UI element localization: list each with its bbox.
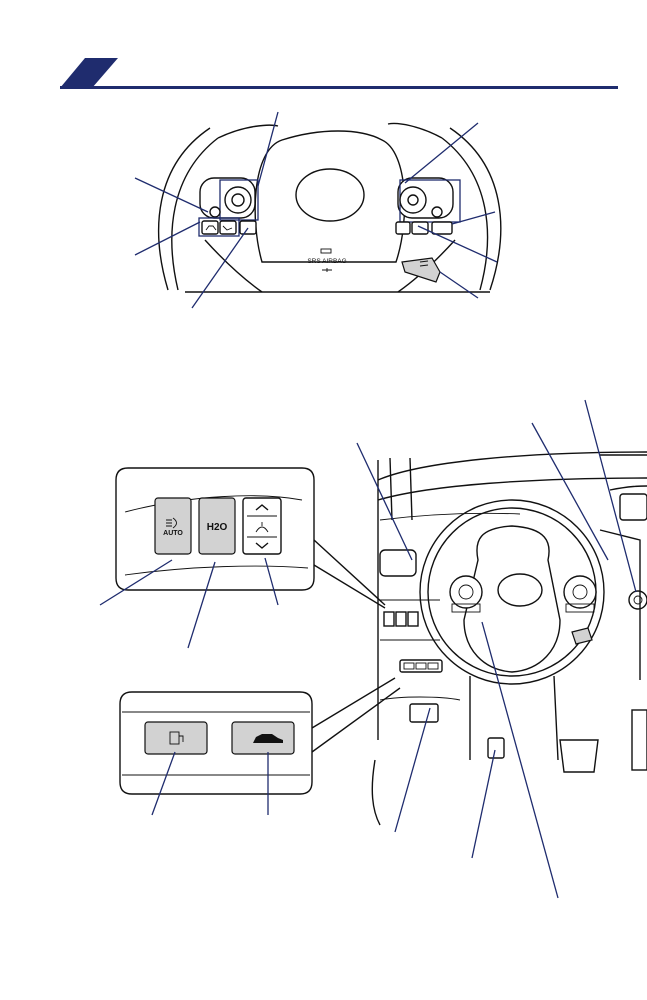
steering-wheel-illustration: SRS AIRBAG	[158, 122, 502, 293]
chevron-down-icon	[255, 542, 269, 549]
right-steering-switches	[395, 177, 461, 283]
leader-hud	[264, 557, 279, 606]
leader-audio	[257, 111, 279, 187]
leader-display	[134, 177, 209, 213]
phone-offhook-button[interactable]	[219, 220, 237, 235]
trunk-opener-icon	[253, 734, 283, 743]
meter-ok-button[interactable]	[407, 194, 419, 206]
distance-switch[interactable]	[411, 221, 429, 235]
h2o-label: H2O	[207, 522, 228, 533]
leader-parking-brake	[471, 749, 496, 859]
leader-power-switch	[584, 399, 637, 593]
switch-panel-inset: AUTO H2O	[115, 467, 386, 609]
leader-lta	[451, 211, 496, 225]
cruise-control-lever[interactable]	[401, 257, 441, 283]
auto-label: AUTO	[163, 530, 183, 537]
leader-fuel	[151, 751, 176, 816]
headlight-leveling-auto-switch[interactable]	[154, 497, 192, 555]
leader-h2o	[187, 561, 216, 649]
leader-tilt-lever	[481, 621, 559, 899]
leader-phone	[134, 221, 201, 256]
power-switch[interactable]	[628, 590, 647, 610]
cockpit-emblem	[497, 573, 543, 607]
header-tab	[60, 58, 118, 88]
opener-panel-inset	[119, 677, 401, 795]
cockpit-leader-lines	[356, 399, 637, 899]
airbag-text: SRS AIRBAG	[307, 258, 346, 265]
leader-distance	[417, 225, 498, 263]
headlight-auto-icon	[166, 517, 177, 529]
leader-meter	[404, 122, 479, 184]
windshield-wiper-de-icer-switch[interactable]	[198, 497, 236, 555]
section-header	[60, 58, 618, 89]
inset-leader-lines	[99, 557, 279, 649]
talk-switch[interactable]	[239, 220, 257, 235]
phone-onhook-button[interactable]	[201, 220, 219, 235]
lane-assist-switch[interactable]	[395, 221, 411, 235]
left-steering-switches	[198, 177, 259, 237]
display-button[interactable]	[209, 206, 221, 218]
brightness-icon	[255, 522, 269, 533]
fuel-filler-door-opener[interactable]	[144, 721, 208, 755]
cockpit-illustration	[371, 451, 647, 826]
back-button[interactable]	[431, 206, 443, 218]
leader-auto	[99, 559, 173, 606]
top-leader-lines	[134, 111, 498, 309]
brand-emblem	[295, 168, 365, 222]
fuel-door-icon	[169, 731, 184, 745]
leader-right-lever	[531, 422, 609, 561]
opener-leader-lines	[151, 751, 269, 816]
airbag-mark: SRS AIRBAG	[307, 248, 347, 272]
leader-hood-lever	[394, 707, 431, 833]
leader-cruise	[439, 271, 479, 299]
leader-talk	[191, 227, 249, 309]
horn-icon	[322, 268, 332, 272]
chevron-up-icon	[255, 504, 269, 511]
header-rule	[60, 86, 618, 89]
mode-button[interactable]	[231, 193, 245, 207]
leader-left-lever	[356, 442, 413, 561]
lta-switch[interactable]	[431, 221, 453, 235]
